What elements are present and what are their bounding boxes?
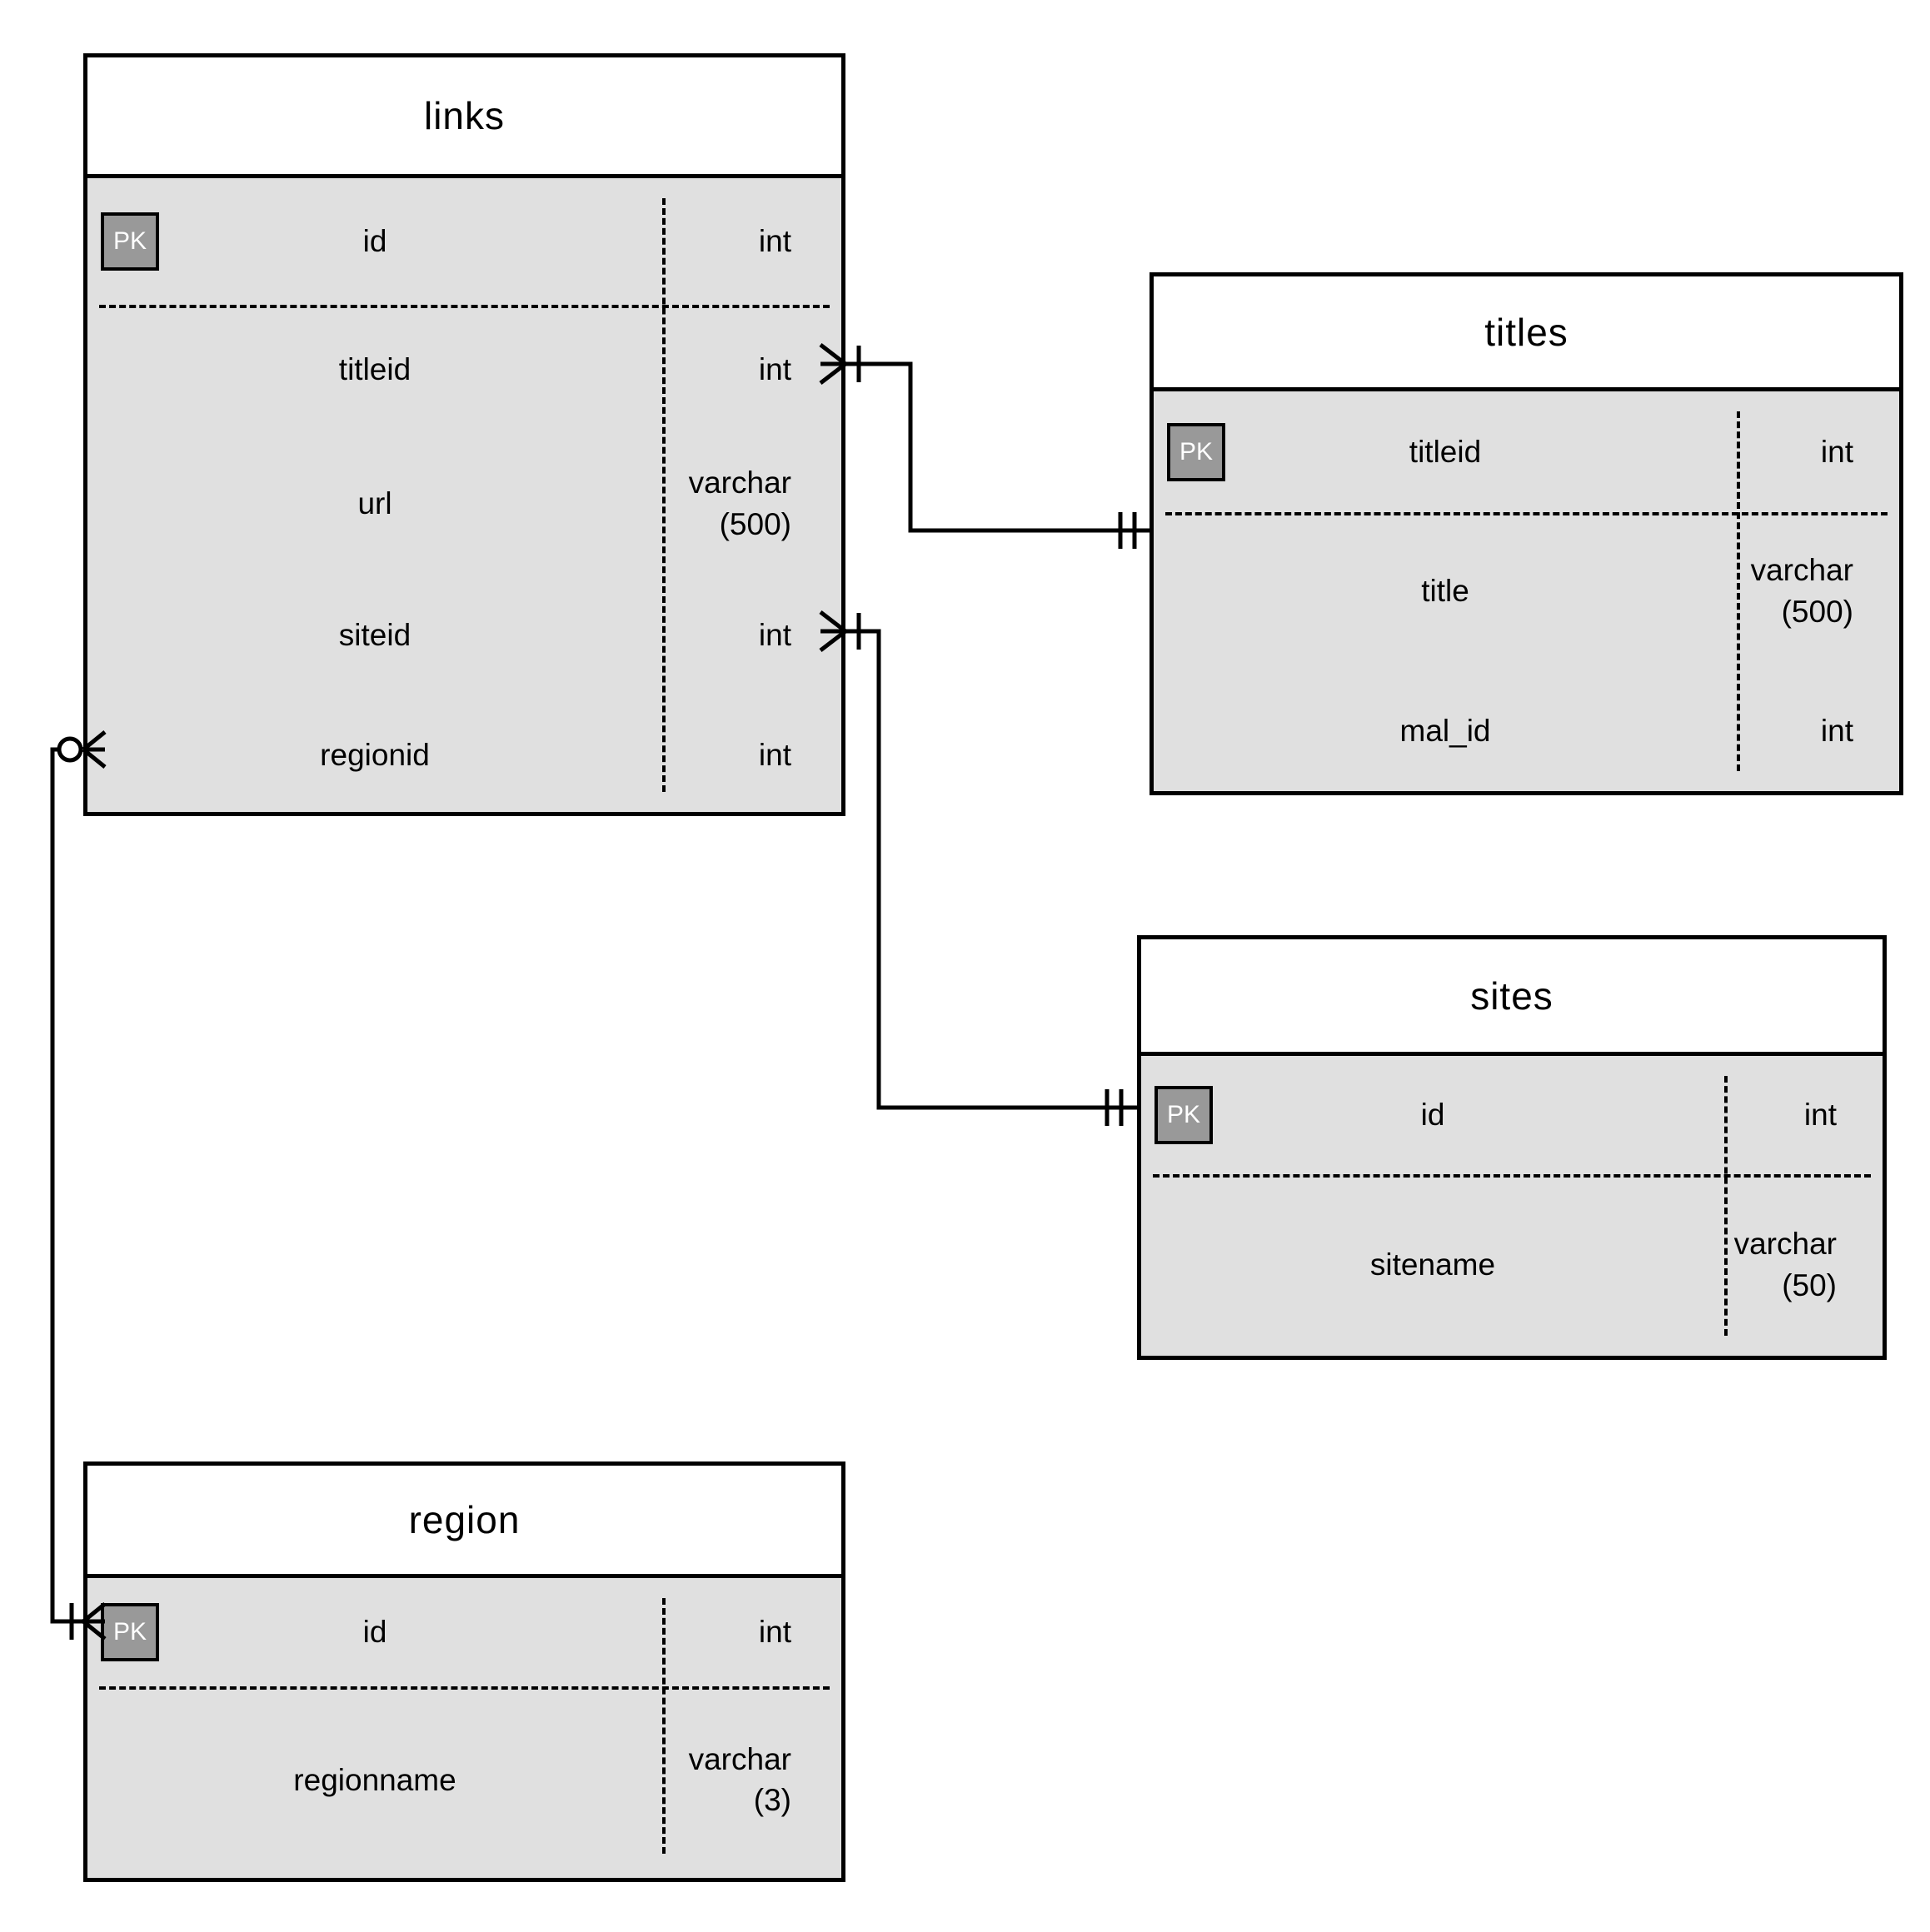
column-divider xyxy=(1724,1076,1728,1336)
zero-circle-icon xyxy=(57,736,83,763)
table-links-header: links xyxy=(87,57,841,178)
field-row-sites-id: PK id int xyxy=(1141,1056,1883,1174)
field-row-titles-mal-id: mal_id int xyxy=(1154,670,1899,791)
field-name: titleid xyxy=(338,352,411,386)
table-links-body: PK id int titleid int url varchar (500) … xyxy=(87,178,841,812)
field-name: mal_id xyxy=(1399,713,1491,748)
field-type: varchar (50) xyxy=(1733,1227,1837,1302)
wire xyxy=(845,629,1137,1110)
wire xyxy=(845,361,1150,533)
field-name: sitename xyxy=(1369,1247,1496,1282)
pk-badge: PK xyxy=(1167,422,1225,481)
column-divider xyxy=(662,1598,666,1854)
field-name: siteid xyxy=(338,618,411,652)
field-row-links-url: url varchar (500) xyxy=(87,435,841,573)
field-type: int xyxy=(758,352,791,387)
field-type: int xyxy=(1803,1098,1837,1133)
table-titles-title: titles xyxy=(1484,310,1568,354)
table-sites: sites PK id int sitename varchar (50) xyxy=(1137,935,1887,1360)
pk-separator xyxy=(99,305,830,308)
table-titles-body: PK titleid int title varchar (500) mal_i… xyxy=(1154,391,1899,791)
field-name: regionid xyxy=(320,737,430,772)
table-titles-header: titles xyxy=(1154,276,1899,391)
field-name: url xyxy=(357,486,392,520)
table-region-title: region xyxy=(408,1498,521,1541)
table-region-body: PK id int regionname varchar (3) xyxy=(87,1578,841,1874)
pk-separator xyxy=(99,1686,830,1690)
field-row-titles-titleid: PK titleid int xyxy=(1154,391,1899,512)
field-type: int xyxy=(758,1615,791,1650)
table-sites-body: PK id int sitename varchar (50) xyxy=(1141,1056,1883,1356)
field-name: regionname xyxy=(293,1762,456,1797)
column-divider xyxy=(1737,411,1740,771)
wire xyxy=(50,747,83,1624)
pk-badge: PK xyxy=(101,1603,159,1661)
field-row-region-id: PK id int xyxy=(87,1578,841,1686)
field-type: int xyxy=(758,737,791,772)
field-name: id xyxy=(1420,1098,1445,1132)
field-row-links-regionid: regionid int xyxy=(87,698,841,812)
field-name: titleid xyxy=(1409,434,1482,469)
field-row-links-siteid: siteid int xyxy=(87,573,841,698)
field-row-sites-sitename: sitename varchar (50) xyxy=(1141,1174,1883,1356)
field-type: int xyxy=(758,618,791,653)
field-name: id xyxy=(362,224,387,258)
relationship-links-sites xyxy=(819,610,1137,1126)
field-type: varchar (500) xyxy=(688,466,791,541)
table-sites-title: sites xyxy=(1470,973,1553,1018)
field-type: varchar (3) xyxy=(688,1741,791,1818)
pk-separator xyxy=(1165,512,1888,515)
table-links-title: links xyxy=(423,94,506,137)
relationship-links-titles xyxy=(819,343,1150,549)
table-region: region PK id int regionname varchar (3) xyxy=(83,1461,845,1882)
field-row-region-regionname: regionname varchar (3) xyxy=(87,1686,841,1874)
field-name: id xyxy=(362,1615,387,1649)
field-type: int xyxy=(758,224,791,259)
field-type: varchar (500) xyxy=(1750,553,1853,629)
pk-separator xyxy=(1153,1174,1871,1178)
table-region-header: region xyxy=(87,1466,841,1578)
field-type: int xyxy=(1820,434,1853,469)
column-divider xyxy=(662,198,666,792)
table-sites-header: sites xyxy=(1141,939,1883,1056)
table-titles: titles PK titleid int title varchar (500… xyxy=(1150,272,1903,795)
table-links: links PK id int titleid int url varchar … xyxy=(83,53,845,816)
field-type: int xyxy=(1820,713,1853,748)
field-row-links-titleid: titleid int xyxy=(87,305,841,435)
field-name: title xyxy=(1421,574,1469,608)
field-row-links-id: PK id int xyxy=(87,178,841,305)
field-row-titles-title: title varchar (500) xyxy=(1154,512,1899,670)
pk-badge: PK xyxy=(1155,1086,1213,1144)
pk-badge: PK xyxy=(101,212,159,271)
